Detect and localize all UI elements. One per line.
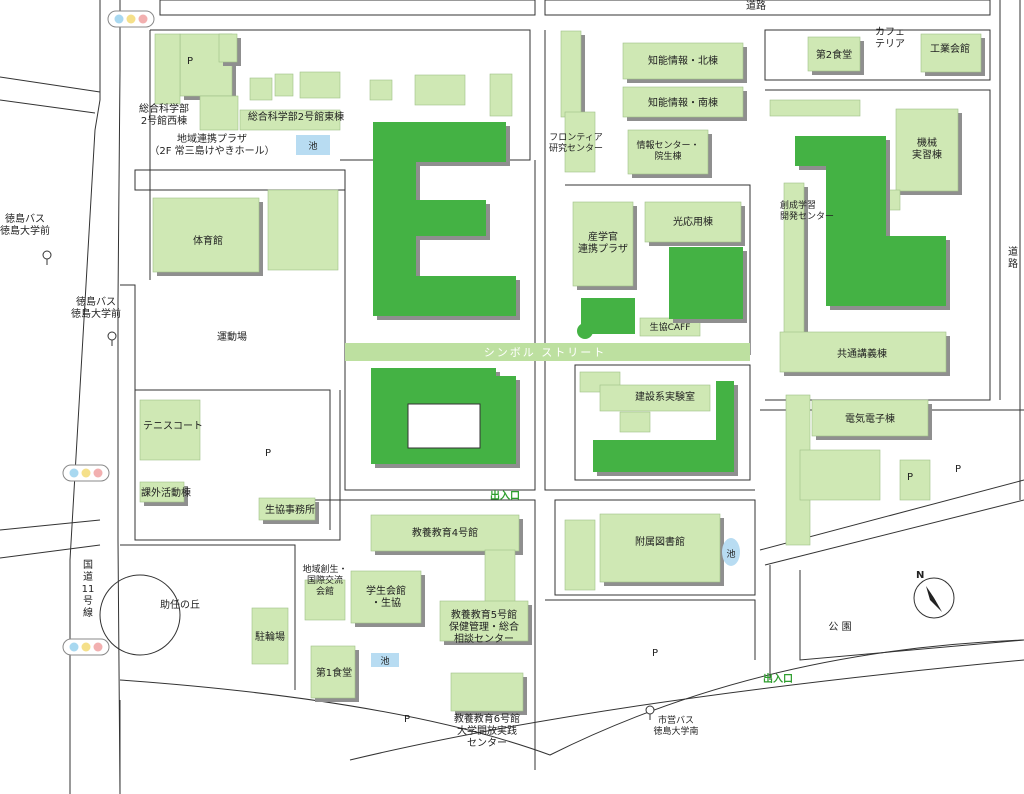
label-bus-tokushima1: 徳島バス徳島大学前 [0,212,50,237]
pond-label: 池 [380,655,389,667]
label-symbol-street: シンボル ストリート [484,346,607,359]
label-sogo-east: 総合科学部2号館東棟 [248,110,344,123]
label-frontier: フロンティア研究センター [549,132,603,154]
label-kagai: 課外活動棟 [141,486,191,499]
label-sousei: 創成学習開発センター [780,199,834,222]
label-kyoyo5: 教養教育5号館保健管理・総合相談センター [449,608,519,645]
label-sukenin: 助任の丘 [160,598,200,611]
label-bicycle: 駐輪場 [255,630,285,643]
map-labels: 道路道路カフェテリア工業会館第2食堂知能情報・北棟知能情報・南棟フロンティア研究… [0,0,1018,749]
parking-label: P [265,448,271,459]
label-gym: 体育館 [193,234,223,247]
label-dining1: 第1食堂 [316,666,352,679]
label-exit1: 出入口 [490,489,520,502]
traffic-light-2 [62,464,110,482]
label-engineering-hall: 工業会館 [930,42,970,55]
label-park: 公 園 [828,621,851,633]
label-denki: 電気電子棟 [845,412,895,425]
label-dining2: 第2食堂 [816,48,852,61]
label-chiiki-sousei: 地域創生・国際交流会館 [302,563,347,597]
label-ground: 運動場 [217,330,247,343]
label-kyoyo6: 教養教育6号館大学開放実践センター [454,712,520,749]
label-bus-tokushima2: 徳島バス徳島大学前 [71,295,121,320]
label-road-right: 道路 [1008,245,1018,270]
label-student-hall: 学生会館・生協 [366,584,406,609]
label-chiiki-renkei: 地域連携プラザ（2F 常三島けやきホール） [149,132,274,157]
label-tennis: テニスコート [143,421,203,432]
label-kyoyo4: 教養教育4号館 [412,526,478,539]
label-library: 附属図書館 [635,535,685,548]
bus-stop-icon [107,331,117,346]
compass-icon: N [913,570,955,619]
label-kikai: 機械実習棟 [912,136,942,161]
bus-stop-icon [42,250,52,265]
parking-label: P [907,472,913,483]
minor-buildings [139,30,985,715]
pond-label: 池 [308,140,317,152]
traffic-light-3 [62,638,110,656]
label-info-center: 情報センター・院生棟 [636,139,699,162]
label-seikyo-caff: 生協CAFF [650,321,691,333]
label-road-top: 道路 [746,0,766,12]
label-cafeteria: カフェテリア [875,26,905,50]
parking-label: P [955,464,961,475]
label-exit2: 出入口 [763,672,793,685]
label-city-bus-south: 市営バス徳島大学南 [653,714,698,737]
compass-north-label: N [916,570,924,581]
main-buildings [371,122,950,476]
symbol-street-band [345,343,750,361]
label-sangaku: 産学官連携プラザ [578,230,628,255]
bus-stop-icon [645,705,655,720]
label-seikyo-office: 生協事務所 [265,503,315,516]
traffic-light-1 [107,10,155,28]
parking-label: P [404,714,410,725]
label-chiteki-north: 知能情報・北棟 [648,54,718,67]
label-kensetsu: 建設系実験室 [635,390,695,403]
label-pond: 池 [726,548,735,560]
parking-label: P [652,648,658,659]
label-kyotsu: 共通講義棟 [837,347,887,360]
label-kouou: 光応用棟 [673,215,713,228]
label-chiteki-south: 知能情報・南棟 [648,96,718,109]
parking-label: P [187,56,193,67]
